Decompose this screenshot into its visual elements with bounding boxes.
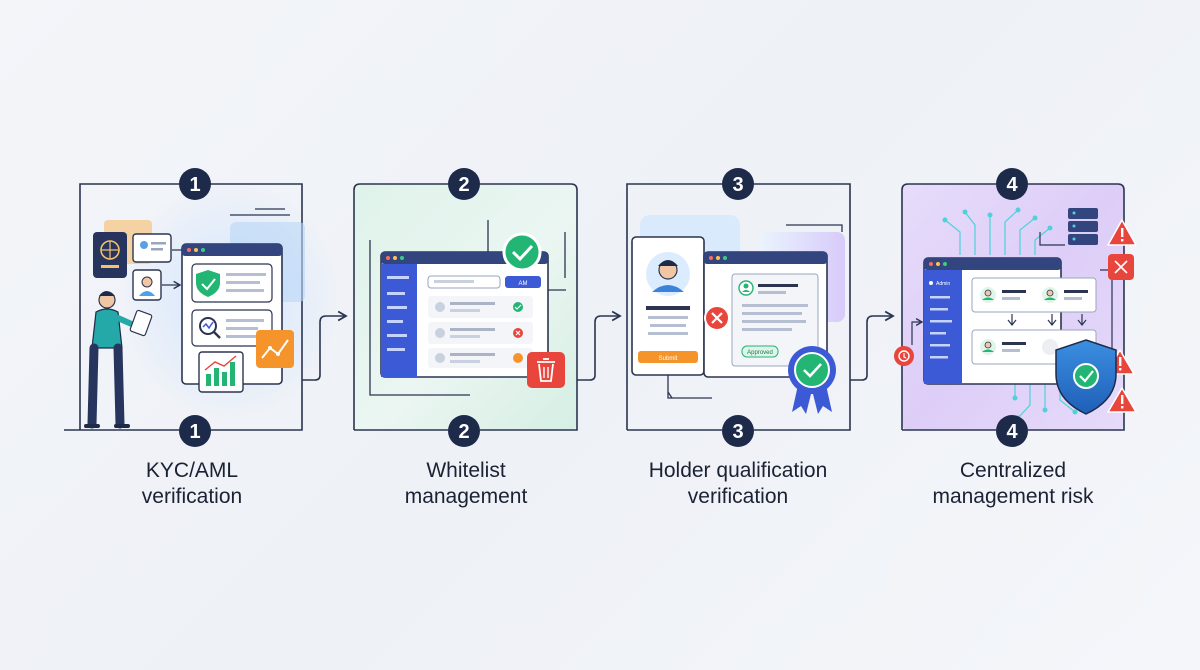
step-4-badge-top: 4 xyxy=(996,168,1028,200)
magnifier-icon xyxy=(199,317,221,339)
warning-icon-1 xyxy=(1107,219,1137,246)
step-1-title-line-2: verification xyxy=(141,485,243,508)
svg-text:3: 3 xyxy=(732,421,743,443)
approval-window: Approved xyxy=(703,251,828,378)
svg-text:AM: AM xyxy=(519,281,528,287)
step-3-title-line-2: verification xyxy=(687,485,789,508)
id-card-icon xyxy=(132,233,172,263)
step-2-title-line-1: Whitelist xyxy=(426,459,506,482)
svg-text:Approved: Approved xyxy=(747,350,773,356)
svg-text:2: 2 xyxy=(458,421,469,443)
warning-icon-4 xyxy=(1107,387,1137,413)
server-icon xyxy=(1068,208,1098,245)
reject-icon xyxy=(704,305,730,331)
step-3-badge-bottom: 3 xyxy=(722,415,754,447)
security-shield-icon xyxy=(1055,339,1117,415)
step-1-title-line-1: KYC/AML xyxy=(145,459,239,482)
svg-text:4: 4 xyxy=(1006,421,1018,443)
step-2-title-line-2: management xyxy=(404,485,528,508)
step-3-panel: Submit Approved xyxy=(626,183,851,431)
connector-1-2 xyxy=(302,310,348,381)
step-1-panel xyxy=(64,180,340,431)
step-2-badge-top: 2 xyxy=(448,168,480,200)
svg-text:1: 1 xyxy=(189,421,200,443)
step-1-title: KYC/AML verification xyxy=(62,458,322,510)
step-4-title-line-2: management risk xyxy=(932,485,1094,508)
connector-2-3 xyxy=(577,310,622,381)
step-4-title: Centralized management risk xyxy=(883,458,1143,510)
step-3-title-line-1: Holder qualification xyxy=(648,459,828,482)
step-1-badge-bottom: 1 xyxy=(179,415,211,447)
step-3-badge-top: 3 xyxy=(722,168,754,200)
passport-icon xyxy=(93,232,127,278)
svg-text:3: 3 xyxy=(732,174,743,196)
svg-text:1: 1 xyxy=(189,174,200,196)
svg-text:2: 2 xyxy=(458,174,469,196)
step-2-badge-bottom: 2 xyxy=(448,415,480,447)
step-1-badge-top: 1 xyxy=(179,168,211,200)
step-4-panel: Admin xyxy=(894,183,1137,431)
step-4-title-line-1: Centralized xyxy=(959,459,1067,482)
shield-check-icon xyxy=(196,270,220,297)
user-photo-icon xyxy=(132,269,162,301)
connector-3-4 xyxy=(850,310,895,381)
person-illustration xyxy=(84,291,153,429)
step-2-panel: AM xyxy=(353,183,578,431)
trend-icon xyxy=(256,330,294,368)
alert-badge-icon xyxy=(894,346,914,366)
admin-window: Admin xyxy=(923,257,1097,385)
bar-chart-icon xyxy=(198,351,244,393)
svg-text:Submit: Submit xyxy=(659,356,678,362)
svg-text:4: 4 xyxy=(1006,174,1018,196)
warning-icon-2 xyxy=(1108,254,1134,280)
award-ribbon-icon xyxy=(788,346,836,414)
whitelist-window: AM xyxy=(380,251,549,378)
circuit-lines xyxy=(944,209,1076,419)
step-4-badge-bottom: 4 xyxy=(996,415,1028,447)
check-badge-icon xyxy=(502,232,542,272)
svg-text:Admin: Admin xyxy=(936,281,950,287)
step-3-title: Holder qualification verification xyxy=(608,458,868,510)
step-2-title: Whitelist management xyxy=(336,458,596,510)
profile-card: Submit xyxy=(631,236,705,376)
trash-icon xyxy=(527,352,565,388)
